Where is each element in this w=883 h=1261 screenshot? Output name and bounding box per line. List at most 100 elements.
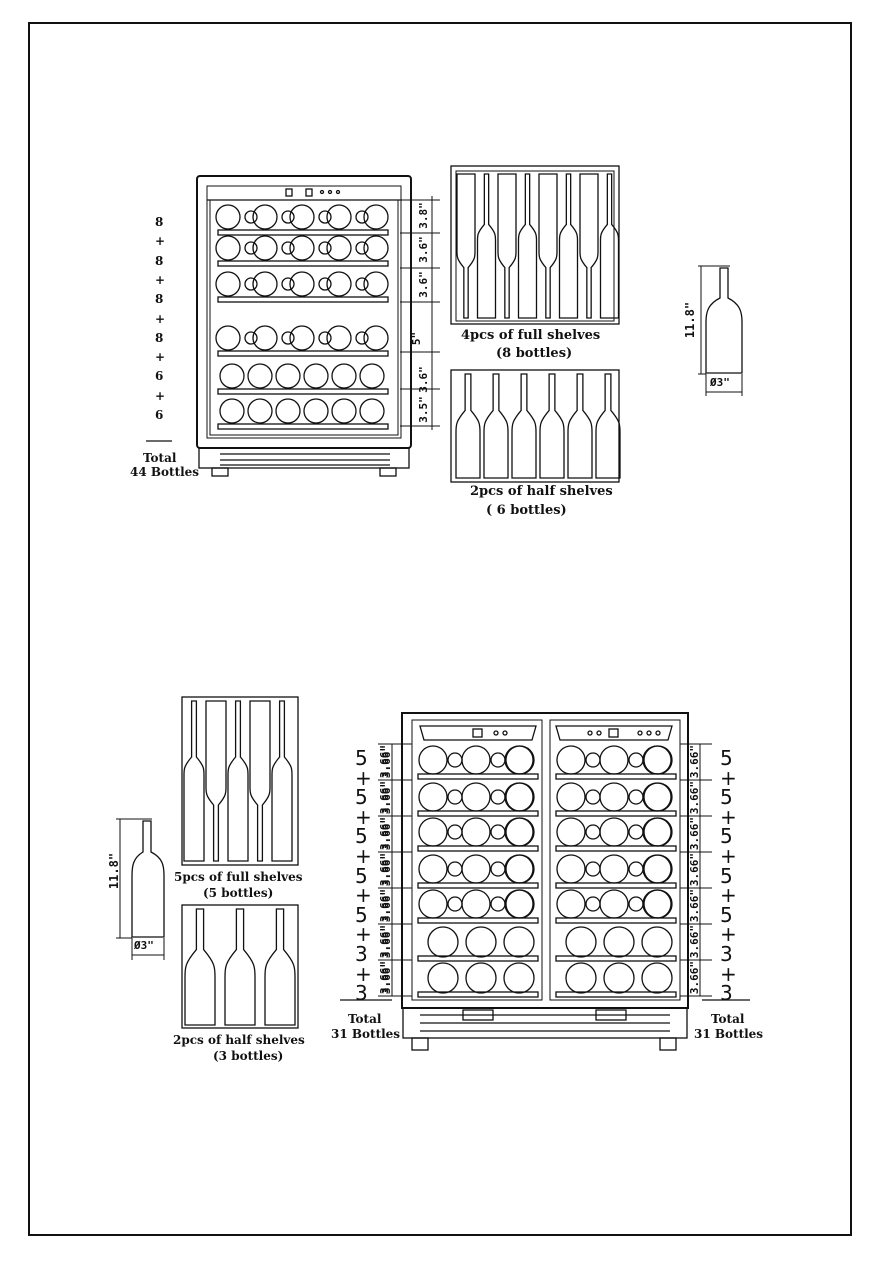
bottle-base xyxy=(599,854,629,884)
dimension-label: 3.6" xyxy=(416,366,430,393)
bottle xyxy=(476,173,497,319)
bottle-base xyxy=(418,889,448,919)
bottle-base xyxy=(461,854,491,884)
shelf-count: 5 xyxy=(355,785,368,810)
shelf-count: 5 xyxy=(720,902,733,927)
bottle xyxy=(511,373,537,479)
shelf-count: 8 xyxy=(155,215,164,229)
plus-sign: + xyxy=(155,388,166,403)
bottle-base xyxy=(418,782,448,812)
shelf-count: 8 xyxy=(155,253,164,268)
bottle-neck xyxy=(318,277,332,291)
bottle-base xyxy=(303,363,329,389)
bottle-base xyxy=(247,363,273,389)
bottle-base xyxy=(247,398,273,424)
dimension-label-right: 3.66" xyxy=(688,960,702,995)
bottle-base xyxy=(275,398,301,424)
top-bottle-diameter: Ø3" xyxy=(710,376,730,389)
plus-sign: + xyxy=(720,961,737,986)
dimension-label-outer: 3.66" xyxy=(378,960,392,995)
bottle-base xyxy=(331,363,357,389)
bottle-base xyxy=(326,271,352,297)
bottle-base xyxy=(252,204,278,230)
dimension-label: 3.8" xyxy=(416,202,430,229)
dimension-label-right: 3.66" xyxy=(688,816,702,851)
bottom-left-total-label: Total xyxy=(348,1012,382,1026)
dual-shelf-row xyxy=(417,926,539,962)
plus-sign: + xyxy=(155,234,166,249)
bottom-dimension-lines xyxy=(378,743,712,997)
bottle-base xyxy=(418,854,448,884)
bottle-neck xyxy=(281,210,295,224)
top-dimension-lines xyxy=(400,196,440,430)
bottle-base xyxy=(326,235,352,261)
dimension-label-right: 3.66" xyxy=(688,780,702,815)
bottle-neck xyxy=(628,789,644,805)
plus-sign: + xyxy=(720,804,737,829)
bottle-base xyxy=(643,889,673,919)
dual-shelf-row xyxy=(417,745,539,780)
bottle-base xyxy=(303,398,329,424)
bottle-base xyxy=(461,889,491,919)
single-cooler-front xyxy=(196,175,412,477)
shelf-row xyxy=(215,235,389,267)
plus-sign: + xyxy=(155,311,166,326)
shelf-count: 5 xyxy=(720,863,733,888)
plus-sign: + xyxy=(355,961,372,986)
bottle xyxy=(599,173,620,319)
bottle-base xyxy=(599,817,629,847)
bottle-base xyxy=(215,235,241,261)
half-shelf-bottles-bottom xyxy=(184,908,296,1026)
bottom-bottle-diameter: Ø3" xyxy=(134,939,154,952)
bottle-neck xyxy=(585,752,601,768)
bottle-base xyxy=(326,325,352,351)
bottle-base xyxy=(418,745,448,775)
bottle xyxy=(455,373,481,479)
plus-sign: + xyxy=(355,883,372,908)
dimension-label-outer: 3.66" xyxy=(378,816,392,851)
dual-shelf-row xyxy=(555,889,677,924)
bottle-base xyxy=(427,926,459,958)
bottom-full-shelves-caption: 5pcs of full shelves xyxy=(174,870,303,884)
plus-sign: + xyxy=(720,765,737,790)
bottle-neck xyxy=(490,752,506,768)
dimension-label: 3.6" xyxy=(416,236,430,263)
bottle xyxy=(227,700,249,862)
plus-sign: + xyxy=(355,804,372,829)
shelf-count: 5 xyxy=(355,824,368,849)
bottle-base xyxy=(427,962,459,994)
top-bottle-height: 11.8" xyxy=(683,301,698,339)
plus-sign: + xyxy=(355,765,372,790)
bottom-full-shelves-count: (5 bottles) xyxy=(203,886,274,900)
plus-sign: + xyxy=(155,350,166,365)
plus-sign: + xyxy=(720,844,737,868)
bottle-base xyxy=(219,363,245,389)
bottle-base xyxy=(275,363,301,389)
dimension-label-right: 3.66" xyxy=(688,852,702,887)
dimension-label-outer: 3.66" xyxy=(378,780,392,815)
full-shelf-drawing-bottom xyxy=(181,696,299,866)
top-full-shelves-caption: 4pcs of full shelves xyxy=(461,328,601,343)
bottle-base xyxy=(461,782,491,812)
bottle-neck xyxy=(585,789,601,805)
bottle-base xyxy=(331,398,357,424)
top-half-shelves-count: ( 6 bottles) xyxy=(486,503,567,518)
shelf-row xyxy=(217,363,389,395)
bottle-base xyxy=(643,745,673,775)
bottle-neck xyxy=(628,824,644,840)
bottle-neck xyxy=(490,896,506,912)
bottom-bottle-height: 11.8" xyxy=(107,852,122,890)
bottle-base xyxy=(603,926,635,958)
bottle-base xyxy=(556,854,586,884)
bottom-half-shelves-caption: 2pcs of half shelves xyxy=(173,1033,305,1047)
bottle-base xyxy=(641,926,673,958)
bottle-base xyxy=(599,782,629,812)
shelf-count: 8 xyxy=(155,292,164,307)
bottle-base xyxy=(363,271,389,297)
shelf-count: 5 xyxy=(355,746,368,770)
bottle-base xyxy=(505,782,535,812)
bottle-base xyxy=(359,398,385,424)
bottle-base xyxy=(363,235,389,261)
top-half-shelves-caption: 2pcs of half shelves xyxy=(470,484,613,499)
bottle-base xyxy=(219,398,245,424)
